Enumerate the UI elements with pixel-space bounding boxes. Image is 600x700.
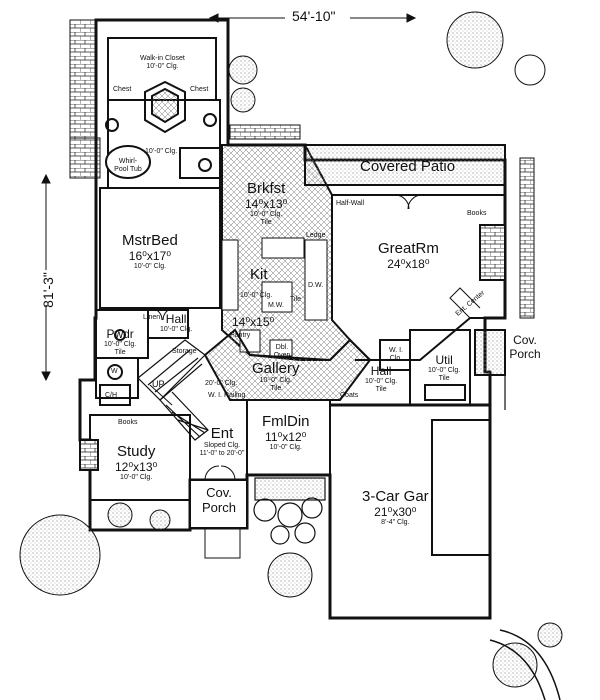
fence — [489, 360, 506, 620]
tree-shrubs — [19, 11, 563, 688]
utility-label: Util 10'-0" Clg. Tile — [428, 353, 461, 382]
master-bed-label: MstrBed 16⁰x17⁰ 10'-0" Clg. — [122, 232, 178, 270]
stair-railing-label: W. I. Railing — [208, 392, 246, 399]
walk-in-closet-label: Walk-in Closet 10'-0" Clg. — [140, 55, 185, 70]
chest-right-label: Chest — [190, 86, 209, 93]
great-room-label: GreatRm 24⁰x18⁰ — [378, 240, 439, 271]
chest-left-label: Chest — [113, 86, 132, 93]
kitchen-tile-label: Tile — [290, 296, 302, 303]
study-label: Study 12⁰x13⁰ 10'-0" Clg. — [115, 443, 158, 481]
ledge-label: Ledge — [306, 232, 326, 239]
master-suite-walls — [105, 37, 221, 189]
utility-walls — [355, 329, 506, 406]
entry-label: Ent Sloped Clg. 11'-0" to 20'-0" — [199, 425, 245, 457]
storage-label: Storage — [172, 348, 197, 355]
family-dining-label: FmlDin 11⁰x12⁰ 10'-0" Clg. — [262, 413, 310, 451]
width-dimension-label: 54'-10" — [292, 8, 336, 24]
stone-walls — [69, 19, 535, 319]
powder-label: Pwdr 10'-0" Clg. Tile — [104, 327, 137, 356]
mw-label: M.W. — [268, 302, 284, 309]
stair-up-label: UP — [152, 379, 165, 389]
kitchen-size-label: 14⁰x15⁰ — [232, 315, 275, 329]
master-bedroom-walls — [99, 187, 221, 321]
depth-dimension-line — [41, 173, 51, 382]
closet-ch-label: C/H — [105, 392, 118, 399]
coats-label: Coats — [340, 392, 359, 399]
stair-ceiling-label: 20'-0" Clg. — [205, 380, 238, 387]
study-walls — [79, 414, 191, 501]
master-hall-label: Hall 10'-0" Clg. — [160, 312, 193, 333]
breakfast-label: Brkfst 14⁰x13⁰ 10'-0" Clg. Tile — [245, 180, 288, 226]
whirlpool-tub-label: Whirl-Pool Tub — [114, 158, 142, 173]
pantry-label: Pantry — [230, 332, 251, 339]
covered-patio-label: Covered Patio — [360, 158, 456, 175]
stair — [137, 339, 209, 441]
kitchen-label: Kit — [250, 266, 268, 283]
covered-patio — [304, 144, 506, 186]
master-bath-ceiling-label: 10'-0" Clg. — [145, 148, 178, 155]
side-porch-label: Cov. Porch — [509, 333, 541, 361]
dw-label: D.W. — [308, 282, 324, 289]
util-hall-label: Hall 10'-0" Clg. Tile — [365, 364, 398, 393]
front-planter — [253, 477, 326, 545]
wi-closet-label: W. I. Clo. — [389, 347, 403, 362]
dbl-oven-label: Dbl. Oven — [273, 344, 291, 359]
half-wall-label: Half-Wall — [336, 200, 365, 207]
study-books-label: Books — [118, 419, 138, 426]
closet-w-label: W — [111, 368, 118, 375]
books-label: Books — [467, 210, 487, 217]
front-porch-label: Cov. Porch — [202, 485, 236, 515]
depth-dimension-label: 81'-3" — [39, 272, 56, 308]
front-porch — [189, 479, 248, 559]
driveway-curve — [489, 629, 561, 700]
garage-label: 3-Car Gar 21⁰x30⁰ 8'-4" Clg. — [362, 488, 429, 526]
gallery-label: Gallery 10'-0" Clg. Tile — [252, 360, 300, 392]
width-dimension-line — [208, 13, 417, 23]
kitchen-ceiling-label: 10'-0" Clg. — [240, 292, 273, 299]
linen-label: Linen — [143, 314, 161, 321]
